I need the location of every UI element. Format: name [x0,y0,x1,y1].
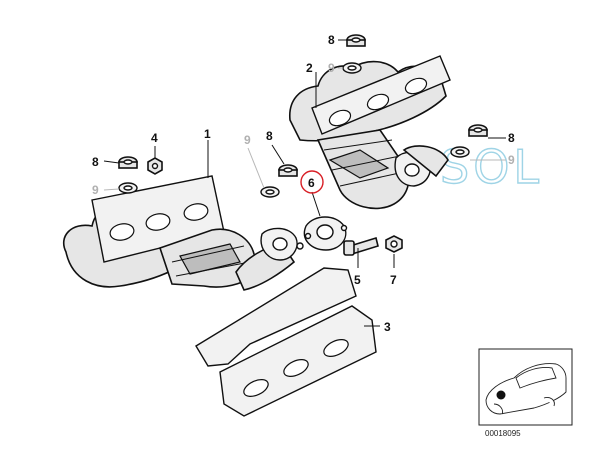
collar-nut-8b [278,164,298,177]
nut-part-7 [385,235,403,253]
washer-9b [260,186,280,198]
manifold-part-1 [63,175,304,291]
washer-9c [342,62,362,74]
collar-nut-8c [346,34,366,47]
gasket-part-3 [195,267,377,417]
callout-7: 7 [390,273,397,287]
callout-2: 2 [306,61,313,75]
callout-5: 5 [354,273,361,287]
callout-8-top: 8 [328,33,335,47]
leader-lines [103,39,506,327]
fasteners [118,34,488,256]
manifold-part-2 [289,55,451,210]
location-inset: 00018095 [478,348,573,438]
washer-9a [118,182,138,194]
callout-labels: 1 2 3 4 5 6 7 8 8 8 8 9 9 9 9 [92,33,515,334]
callout-9-top: 9 [328,61,335,75]
callout-8-left: 8 [92,155,99,169]
callout-6: 6 [308,176,315,190]
collar-nut-8d [468,124,488,137]
washer-9d [450,146,470,158]
bolt-part-5 [343,236,379,256]
flange-gasket-part-6 [303,216,348,251]
callout-3: 3 [384,320,391,334]
nut-part-4 [147,157,163,175]
callout-9-right: 9 [508,153,515,167]
highlight-circle [300,170,324,194]
car-silhouette [485,363,567,415]
callout-8-right: 8 [508,131,515,145]
location-marker [496,390,506,400]
callout-9-center: 9 [244,133,251,147]
callout-4: 4 [151,131,158,145]
callout-8-center: 8 [266,129,273,143]
reference-number: 00018095 [485,429,521,438]
callout-1: 1 [204,127,211,141]
collar-nut-8a [118,156,138,169]
callout-9-left: 9 [92,183,99,197]
